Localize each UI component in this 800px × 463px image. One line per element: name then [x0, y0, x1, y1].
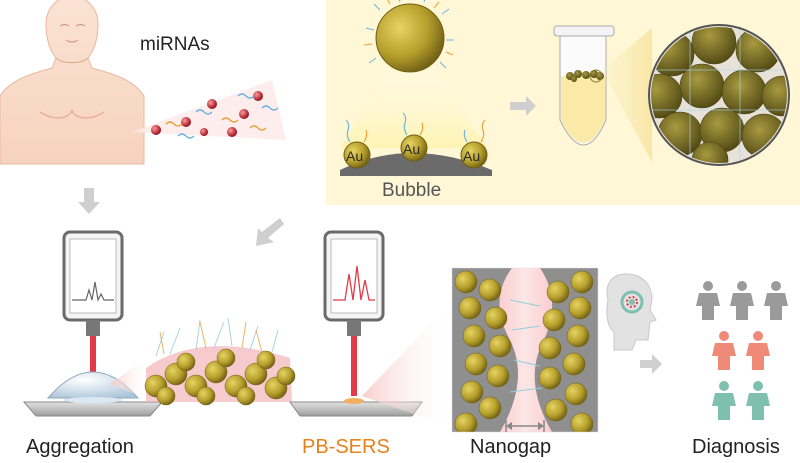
arrow-icon [510, 96, 536, 116]
diagnosis-label: Diagnosis [692, 436, 780, 458]
arrow-icon [640, 354, 662, 374]
au-label-2: Au [403, 141, 420, 157]
human-torso-icon [0, 0, 145, 165]
tube-icon [553, 25, 615, 146]
person-icon [712, 331, 770, 370]
aggregation-label: Aggregation [26, 436, 134, 458]
bubble-zoom-circle [648, 24, 790, 166]
spectrometer-icon [22, 230, 164, 417]
au-particles: Au Au Au [343, 112, 488, 169]
head-icon [606, 273, 657, 351]
arrow-icon [78, 188, 100, 214]
patient-group [696, 281, 788, 420]
aggregation-particles [144, 317, 296, 406]
nanogap-arrow [505, 420, 545, 432]
gold-nanoparticle [363, 0, 454, 73]
nanogap-label: Nanogap [470, 436, 552, 458]
nanogap-panel [451, 267, 599, 433]
au-label-3: Au [463, 148, 480, 164]
au-label-1: Au [346, 148, 363, 164]
pb-sers-label: PB-SERS [302, 436, 390, 458]
person-icon [712, 381, 770, 420]
mirnas-label: miRNAs [140, 34, 210, 55]
bubble-label: Bubble [382, 180, 442, 201]
arrow-icon [256, 218, 284, 246]
person-icon [696, 281, 788, 320]
spectrometer-icon [289, 230, 423, 417]
mirna-sample-fan [132, 80, 286, 140]
